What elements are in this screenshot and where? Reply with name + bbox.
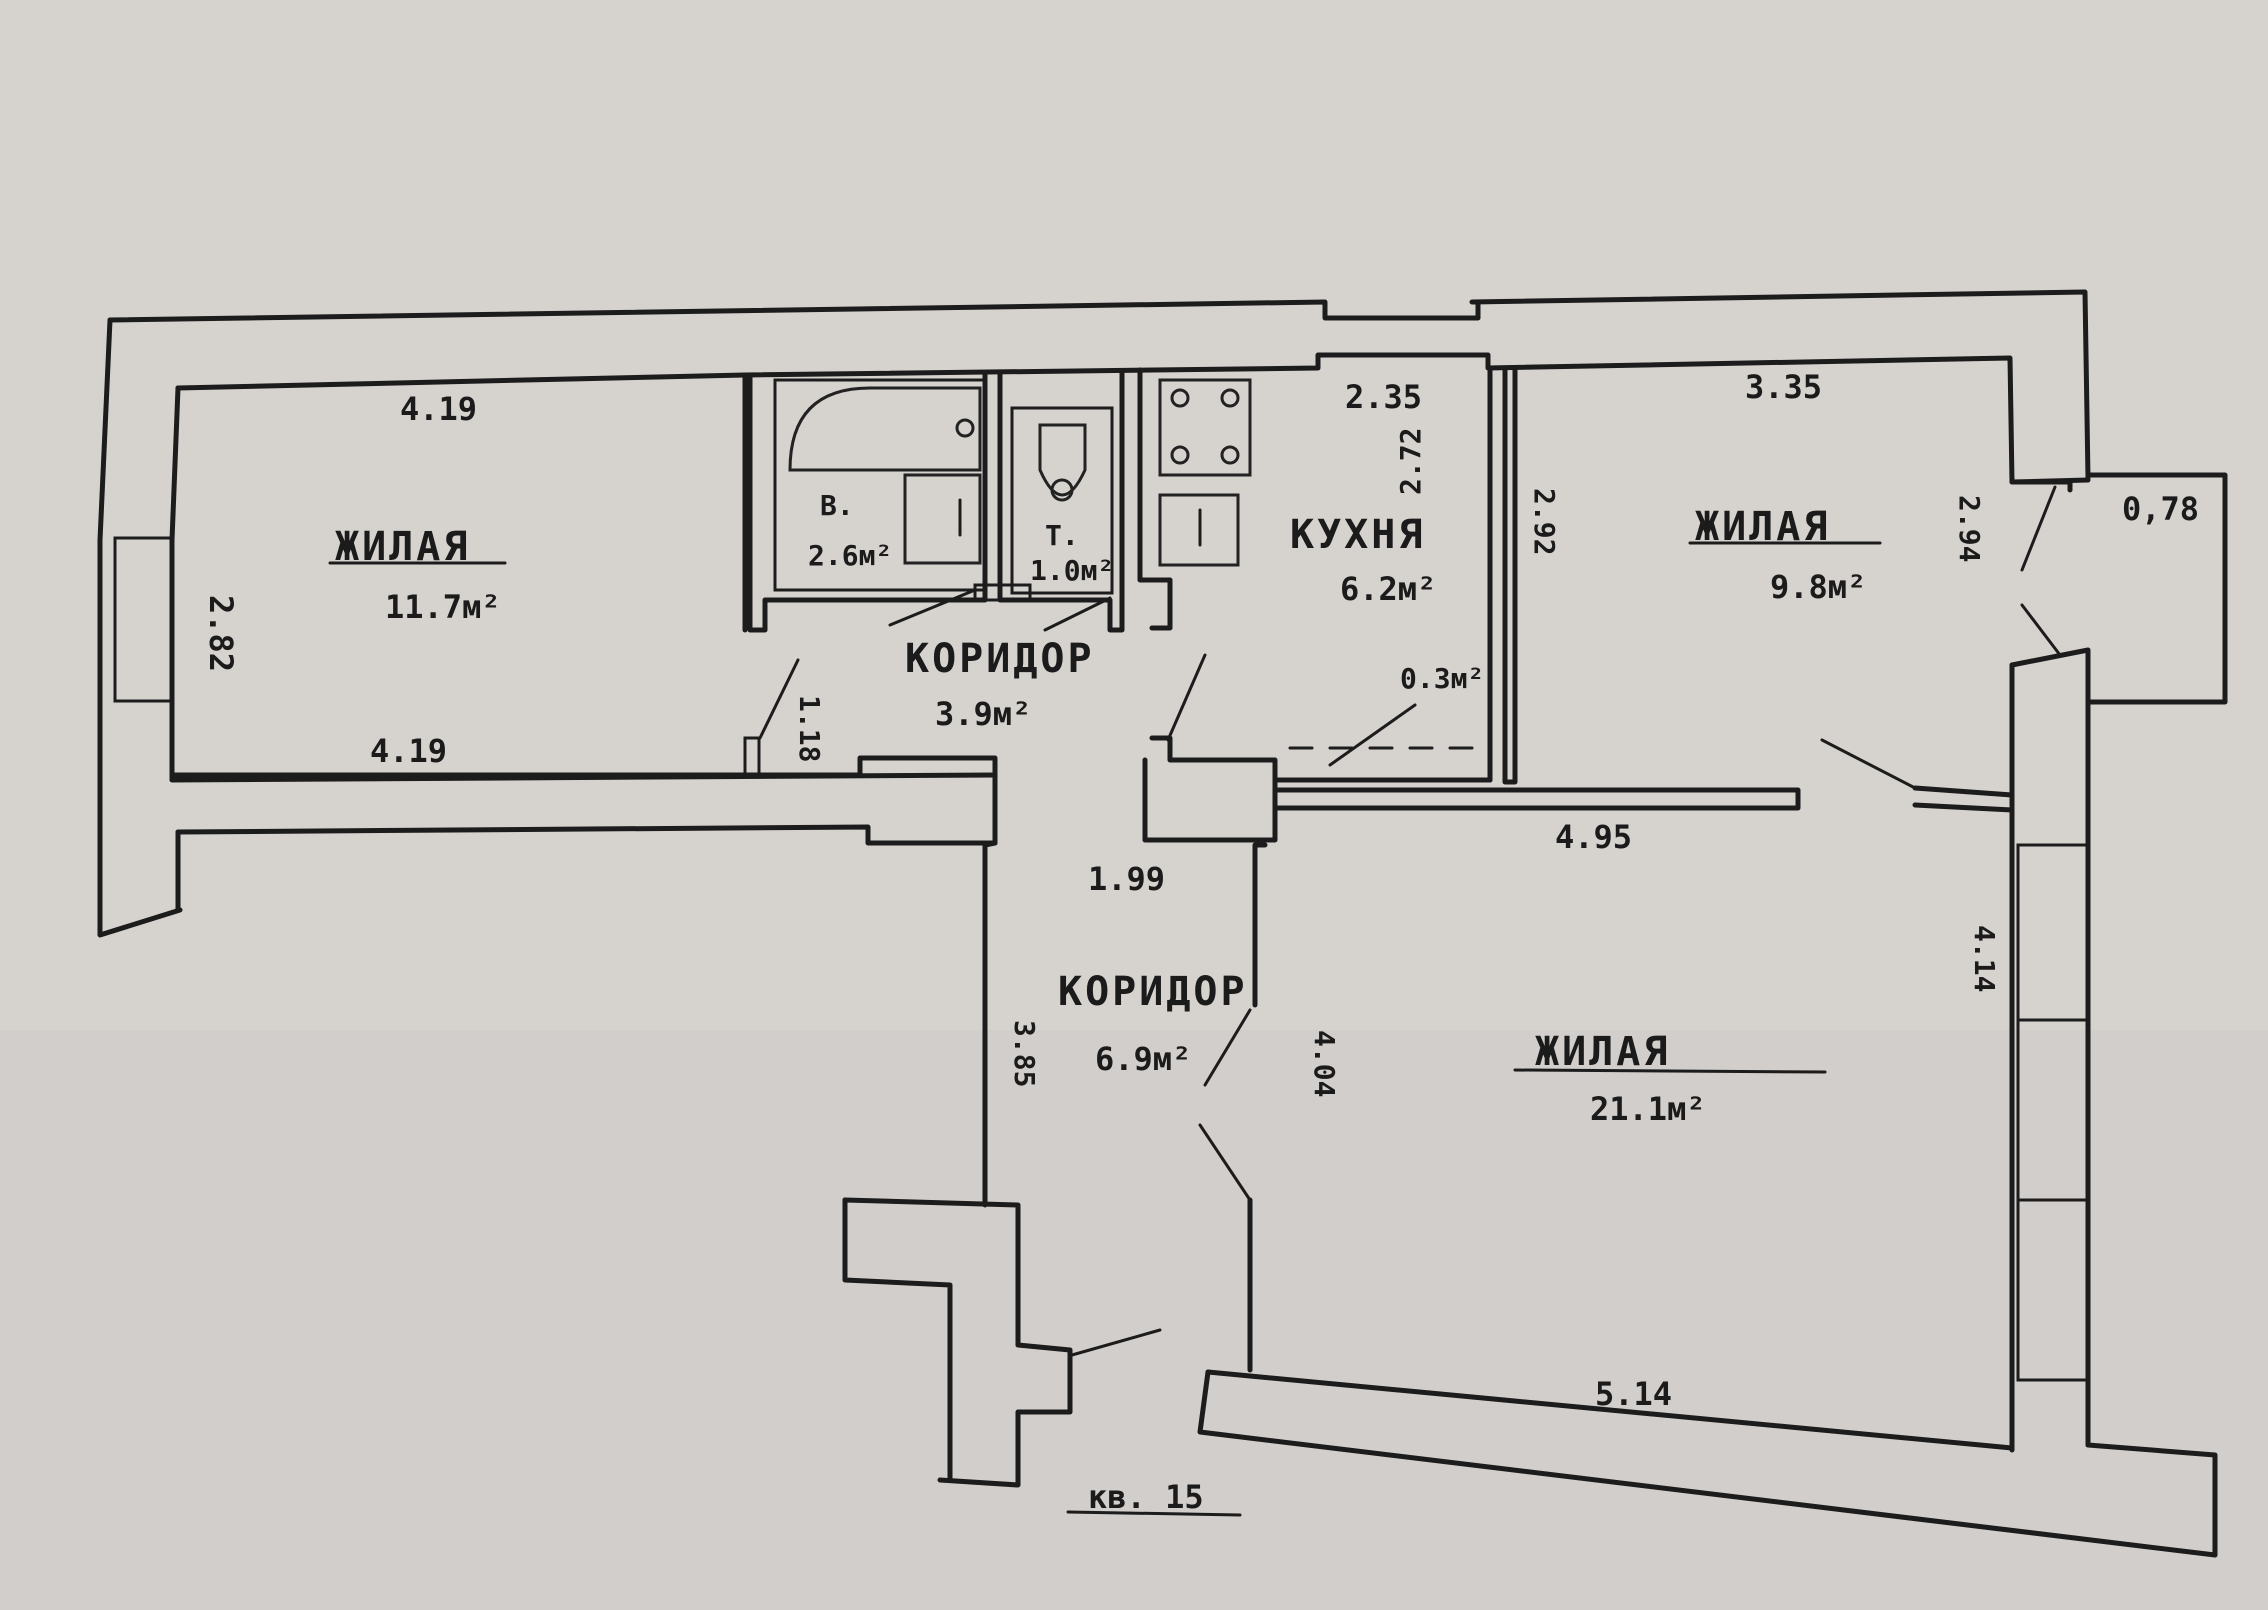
toilet-door-leaf	[1043, 596, 1112, 632]
outer-wall-left	[97, 317, 183, 938]
room-living-1: ЖИЛАЯ 11.7м² 4.19 4.19 2.82	[169, 372, 998, 846]
paper-shade	[0, 1030, 2268, 1610]
bathroom-door-leaf	[888, 588, 977, 627]
corridor-2-door-leaf-2	[1198, 1123, 1252, 1202]
living-1-area: 11.7м²	[385, 588, 501, 626]
kitchen-left-wall	[1137, 367, 1173, 631]
balcony-outline	[2085, 472, 2228, 705]
bathtub-drain	[955, 418, 975, 438]
balcony-door-leaf-1	[2020, 485, 2057, 572]
living-2-bottom-wall	[1275, 787, 1801, 811]
room-kitchen: КУХНЯ 6.2м² 2.35 2.72 0.3м²	[1137, 365, 1493, 783]
outer-wall-top	[107, 289, 2091, 481]
living-2-door-leaf	[1820, 738, 1917, 790]
living-1-bottom-wall	[169, 755, 998, 846]
entrance-wall-outer	[842, 1197, 1073, 1488]
bathroom-inner	[773, 378, 987, 592]
living-1-bottom-dim: 4.19	[370, 732, 447, 770]
living-3-bottom-dim: 5.14	[1595, 1375, 1672, 1413]
balcony: 0,78	[2085, 472, 2228, 705]
corridor-2-door-leaf-1	[1203, 1008, 1252, 1087]
stove	[1158, 378, 1252, 477]
balcony-door-leaf-2	[2020, 603, 2062, 657]
left-window	[113, 536, 175, 703]
stove-burner-1	[1170, 388, 1190, 408]
right-window-3	[2016, 1198, 2090, 1382]
living-2-right-dim: 2.94	[1953, 495, 1986, 562]
apartment-label: кв. 15	[1088, 1478, 1204, 1516]
living-3-right-dim: 4.14	[1968, 925, 2001, 992]
kitchen-sink	[1158, 493, 1240, 567]
stove-burner-2	[1220, 388, 1240, 408]
living-3-name: ЖИЛАЯ	[1535, 1029, 1670, 1075]
sink	[903, 473, 982, 565]
living-1-door-leaf	[758, 658, 800, 740]
living-1-top-dim: 4.19	[400, 390, 477, 428]
inner-wall-top	[175, 352, 2091, 485]
corridor-2-area: 6.9м²	[1095, 1040, 1191, 1078]
room-living-3: ЖИЛАЯ 21.1м² 4.95 4.14 5.14	[1197, 818, 2218, 1558]
room-living-2: ЖИЛАЯ 9.8м² 3.35 2.92 2.94	[1275, 365, 2073, 811]
living-2-balcony-jamb	[2009, 475, 2073, 493]
room-corridor-2: КОРИДОР 6.9м² 1.99 3.85 4.04 кв. 15	[842, 840, 1341, 1517]
corridor-2-left-wall	[982, 840, 998, 1208]
corridor-2-length-dim: 3.85	[1008, 1020, 1041, 1087]
niche-leader	[1328, 703, 1417, 767]
living-1-door-jamb	[743, 736, 761, 778]
living-2-left-wall	[1502, 365, 1518, 785]
bathroom-name: В.	[820, 489, 854, 522]
kitchen-area: 6.2м²	[1340, 570, 1436, 608]
stove-burner-3	[1170, 445, 1190, 465]
corridor-2-right-wall-upper	[1252, 842, 1268, 1008]
bathroom-area: 2.6м²	[808, 539, 892, 572]
toilet-walls	[997, 369, 1125, 633]
living-3-bottom-outer	[1197, 1369, 2218, 1558]
living-2-area: 9.8м²	[1770, 568, 1866, 606]
toilet-seat	[1050, 478, 1074, 502]
living-1-side-dim: 2.82	[202, 595, 240, 672]
living-2-left-dim: 2.92	[1528, 488, 1561, 555]
corridor-1-name: КОРИДОР	[905, 636, 1095, 682]
lower-wall-left	[175, 824, 998, 846]
niche-area: 0.3м²	[1400, 662, 1484, 695]
corridor-1-area: 3.9м²	[935, 695, 1031, 733]
room-toilet: Т. 1.0м²	[997, 369, 1125, 633]
bathtub	[788, 386, 982, 472]
kitchen-top-dim: 2.35	[1345, 378, 1422, 416]
stove-burner-4	[1220, 445, 1240, 465]
living-3-bottom-inner	[1205, 1369, 2015, 1451]
kitchen-name: КУХНЯ	[1290, 512, 1425, 558]
entrance-wall-inner	[842, 1197, 953, 1483]
living-3-door-jamb	[1912, 785, 2015, 813]
toilet-area: 1.0м²	[1030, 554, 1114, 587]
toilet-bowl	[1038, 423, 1087, 497]
corridor-2-right-dim: 4.04	[1308, 1030, 1341, 1097]
toilet-name: Т.	[1045, 519, 1079, 552]
living-3-area: 21.1м²	[1590, 1090, 1706, 1128]
corridor-1-partition	[1142, 735, 1278, 843]
corridor-2-name: КОРИДОР	[1058, 969, 1248, 1015]
kitchen-door-leaf	[1166, 653, 1207, 742]
corridor-1-door-dim: 1.18	[793, 695, 826, 762]
outer-walls	[97, 289, 2091, 938]
corridor-2-width-dim: 1.99	[1088, 860, 1165, 898]
living-3-top-dim: 4.95	[1555, 818, 1632, 856]
entrance-door-leaf	[1070, 1328, 1162, 1357]
apartment-label-underline	[1066, 1510, 1242, 1517]
right-outer-wall	[2009, 647, 2218, 1558]
balcony-dim: 0,78	[2122, 490, 2199, 528]
toilet-inner	[1010, 406, 1114, 595]
living-3-underline	[1513, 1068, 1827, 1074]
right-wall	[1820, 647, 2218, 1558]
kitchen-side-dim: 2.72	[1394, 428, 1427, 495]
room-corridor-1: КОРИДОР 3.9м² 1.18	[793, 636, 1278, 843]
living-2-top-dim: 3.35	[1745, 368, 1822, 406]
